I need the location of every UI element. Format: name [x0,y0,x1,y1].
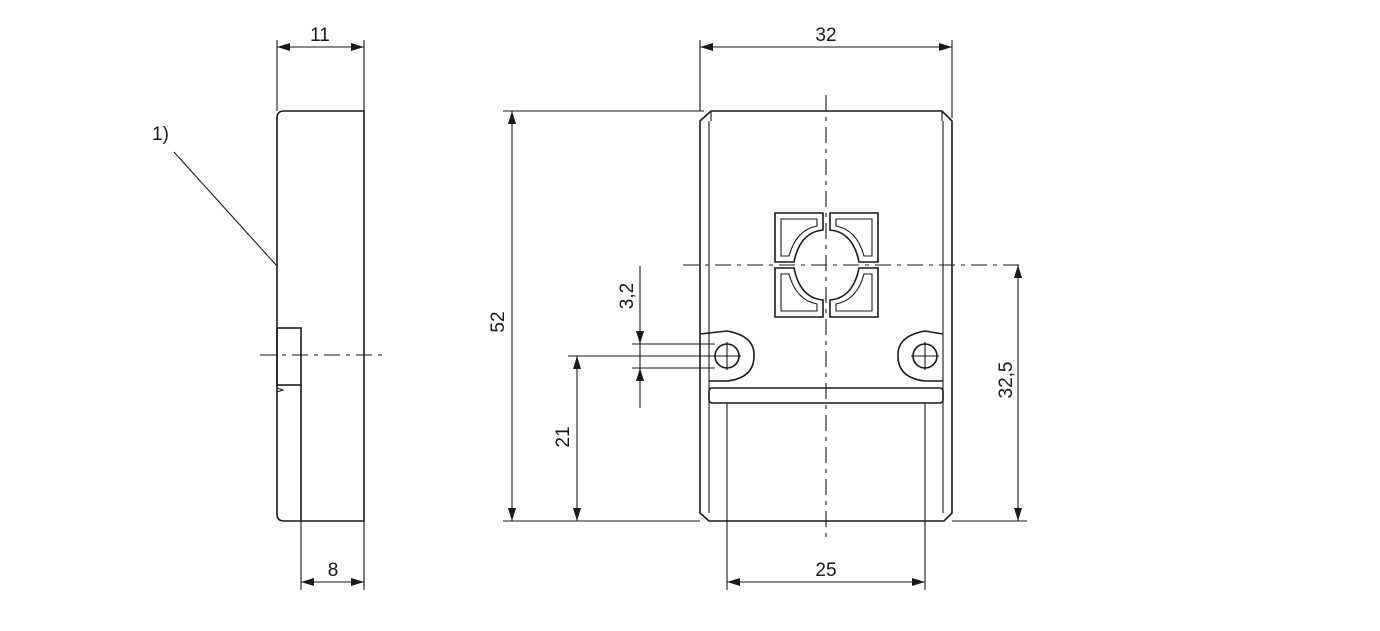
dimension-front-width: 32 [699,25,953,118]
dimension-side-base: 8 [300,521,365,590]
dimension-sensor-center-height-label: 32,5 [996,362,1017,399]
dimension-front-width-label: 32 [815,25,836,46]
front-view [683,95,1025,540]
dimension-hole-height: 21 [553,355,713,521]
side-view-outline [276,110,365,522]
callout-leader [173,151,278,267]
dimension-hole-height-label: 21 [553,426,574,447]
callout: 1) [152,124,278,267]
right-mounting-lug [897,330,944,382]
dimension-bottom-width-label: 25 [815,560,836,581]
sensor-symbol [774,212,879,318]
side-view [260,110,382,522]
dimension-hole-diameter: 3,2 [617,266,715,408]
dimension-side-thickness: 11 [276,25,365,111]
callout-label: 1) [152,124,169,145]
dimension-sensor-center-height: 32,5 [952,265,1027,522]
left-mounting-lug [699,330,755,382]
dimension-hole-diameter-label: 3,2 [617,283,638,309]
dimension-side-base-label: 8 [328,560,339,581]
dimension-total-height: 52 [488,110,704,522]
side-view-notch [276,327,302,386]
front-view-outline [699,110,953,522]
dimension-bottom-width: 25 [726,521,926,590]
side-view-step [276,387,285,393]
dimension-total-height-label: 52 [488,311,509,332]
dimension-side-thickness-label: 11 [310,25,330,46]
